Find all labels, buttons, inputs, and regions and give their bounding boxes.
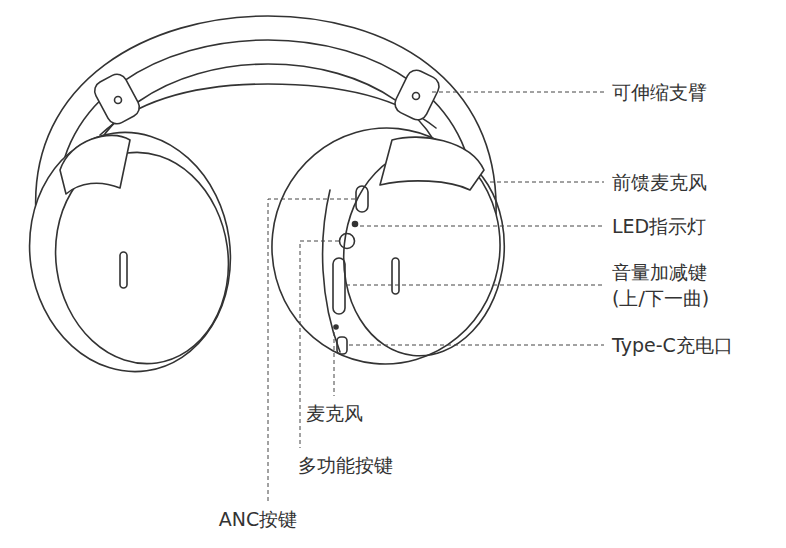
right-slot xyxy=(392,258,399,294)
leader-line xyxy=(334,332,335,396)
right-yoke xyxy=(380,137,484,190)
left-yoke xyxy=(60,135,130,194)
left-slot xyxy=(120,252,127,288)
part-label: Type-C充电口 xyxy=(612,332,733,358)
slider-pivot xyxy=(413,93,420,100)
left-earcup-shell xyxy=(14,119,245,384)
mic-hole xyxy=(334,325,338,329)
slider-pivot xyxy=(115,97,122,104)
leader-line xyxy=(360,226,604,227)
side-panel xyxy=(323,190,340,352)
anc-button xyxy=(356,186,368,212)
volume-rocker xyxy=(333,258,345,314)
multi-button xyxy=(340,234,355,249)
leader-line xyxy=(490,182,604,183)
slider-left xyxy=(91,71,143,128)
part-label: 麦克风 xyxy=(306,400,363,426)
part-label: LED指示灯 xyxy=(612,213,706,239)
led xyxy=(353,222,358,227)
right-earcup-shell xyxy=(260,117,511,376)
leader-line xyxy=(432,92,604,93)
leader-line xyxy=(346,285,604,286)
usb-c-port xyxy=(337,337,347,354)
part-label: ANC按键 xyxy=(219,506,297,532)
part-label: 可伸缩支臂 xyxy=(612,79,707,105)
part-label: 前馈麦克风 xyxy=(612,169,707,195)
part-label: 多功能按键 xyxy=(298,452,393,478)
slider-right xyxy=(392,67,443,123)
leader-line xyxy=(349,345,604,346)
part-label: 音量加减键 (上/下一曲) xyxy=(612,259,730,311)
